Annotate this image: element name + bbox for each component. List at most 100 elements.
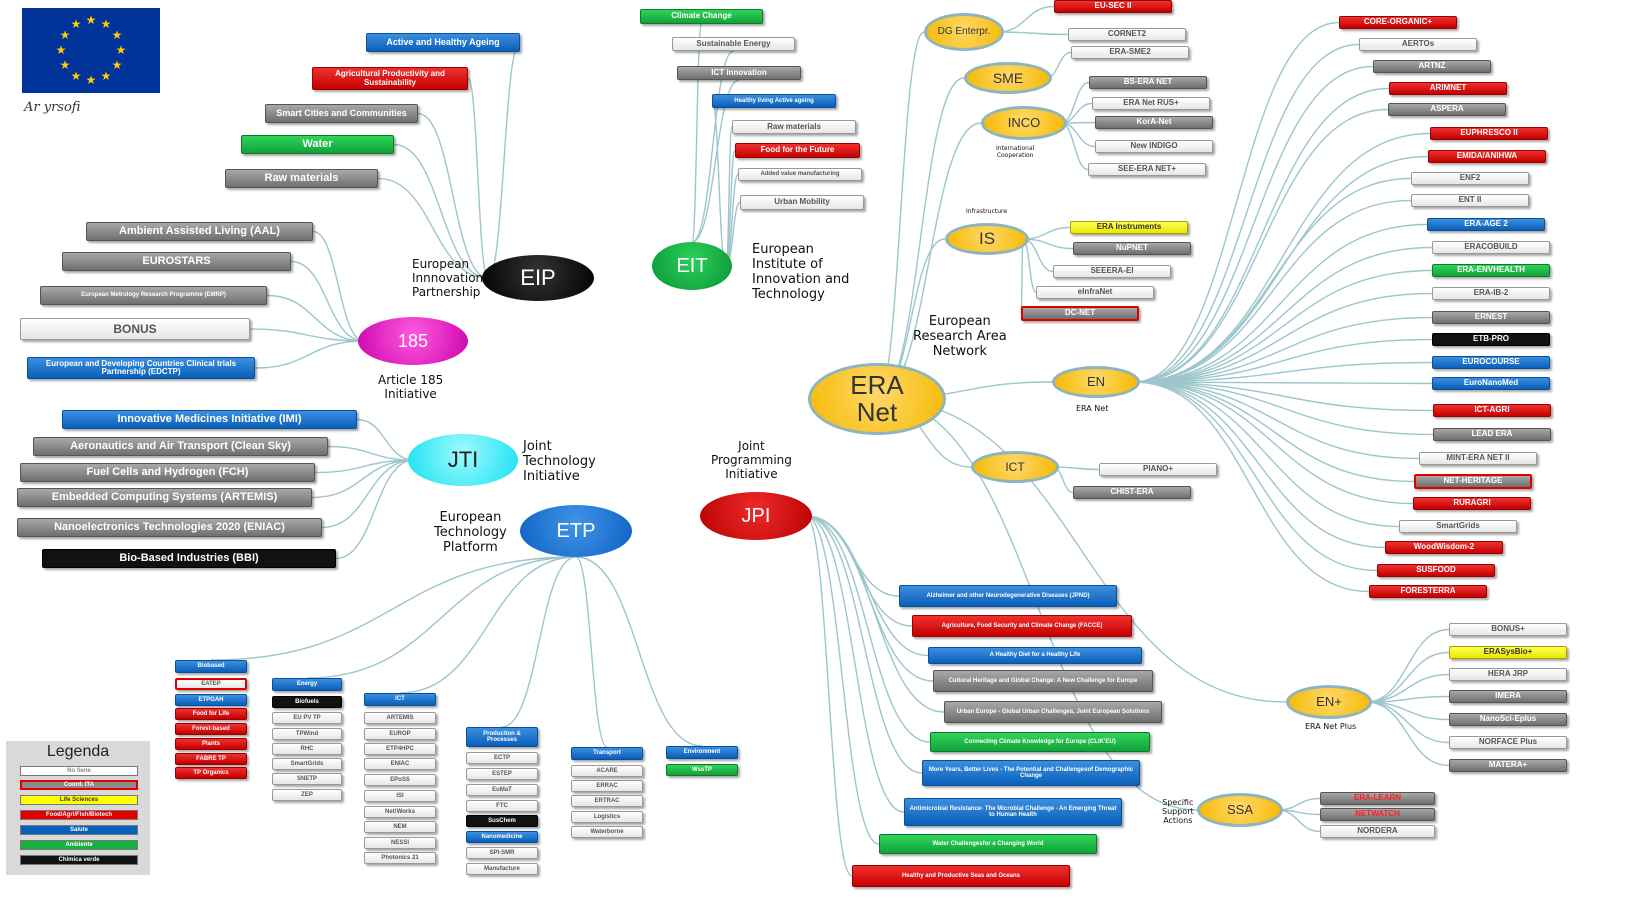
box-label: ICT-AGRI <box>1474 405 1510 415</box>
box-label: ARTEMIS <box>386 714 414 721</box>
box-ertrac: ERTRAC <box>571 795 643 807</box>
box-label: FTC <box>496 802 508 809</box>
connector-line <box>805 515 905 813</box>
box-core-organic: CORE-ORGANIC+ <box>1339 16 1457 29</box>
box-net-works: Net!Works <box>364 806 436 818</box>
connector-line <box>876 398 1287 703</box>
box-raw-materials: Raw materials <box>225 169 378 188</box>
box-label: ERA Net RUS+ <box>1123 98 1179 108</box>
hub-label: EIP <box>520 265 556 291</box>
box-label: ERRAC <box>596 782 618 789</box>
connector-line <box>1133 223 1428 383</box>
box-artnz: ARTNZ <box>1373 60 1491 73</box>
box-label: FORESTERRA <box>1400 586 1456 596</box>
box-aspera: ASPERA <box>1388 103 1506 116</box>
eu-stars-icon: ★★★★★★★★★★★★ <box>56 13 127 87</box>
box-urban-mobility: Urban Mobility <box>740 195 864 210</box>
box-label: BONUS <box>113 321 157 336</box>
box-label: ENIAC <box>390 760 410 767</box>
box-tp-organics: TP Organics <box>175 767 247 779</box>
box-label: ZEP <box>301 791 313 798</box>
box-eu-sec-ii: EU-SEC II <box>1054 0 1172 13</box>
box-label: NET-HERITAGE <box>1443 476 1503 486</box>
box-label: A Healthy Diet for a Healthy Life <box>989 652 1081 659</box>
connector-line <box>1133 108 1389 383</box>
box-food-for-life: Food for Life <box>175 708 247 720</box>
box-susfood: SUSFOOD <box>1377 564 1495 577</box>
box-sustainable-energy: Sustainable Energy <box>672 37 795 51</box>
box-label: Environment <box>683 749 721 756</box>
connector-line <box>327 445 415 461</box>
box-biobased: Biobased <box>175 660 247 673</box>
connector-line <box>1133 381 1370 593</box>
box-artemis: ARTEMIS <box>364 712 436 724</box>
box-label: Healthy and Productive Seas and Oceans <box>901 872 1021 879</box>
hub-label: EN+ <box>1316 694 1342 710</box>
hub-eip: EIP <box>482 255 594 301</box>
box-label: New INDIGO <box>1130 141 1178 151</box>
hub-inco: INCO <box>981 106 1067 140</box>
connector-line <box>312 230 365 342</box>
box-era-learn: ERA-LEARN <box>1320 792 1435 805</box>
box-norface-plus: NORFACE Plus <box>1449 736 1567 749</box>
hub-era: ERA Net <box>808 363 946 435</box>
connector-line <box>1365 701 1450 744</box>
box-nanomedicine: Nanomedicine <box>466 831 538 843</box>
box-label: KorA-Net <box>1136 117 1172 127</box>
box-suschem: SusChem <box>466 815 538 827</box>
box-label: Antimicrobial Resistance- The Microbial … <box>909 805 1117 818</box>
box-label: Climate Change <box>671 11 732 21</box>
box-snetp: SNETP <box>272 773 342 785</box>
connector-line <box>1365 651 1450 703</box>
box-label: SusChem <box>488 817 516 824</box>
box-added-value-manufacturing: Added value manufacturing <box>738 168 862 181</box>
box-imera: IMERA <box>1449 690 1567 703</box>
box-label: SUSFOOD <box>1416 565 1456 575</box>
box-etb-pro: ETB-PRO <box>1432 333 1550 346</box>
box-bonus: BONUS <box>20 318 250 340</box>
star-icon: ★ <box>116 43 127 57</box>
connector-line <box>1133 43 1360 383</box>
box-a-healthy-diet-for-a-healthy-life: A Healthy Diet for a Healthy Life <box>928 647 1142 664</box>
box-waterborne: Waterborne <box>571 826 643 838</box>
box-label: European and Developing Countries Clinic… <box>45 358 237 376</box>
box-label: ERA-SME2 <box>1109 47 1151 57</box>
connector-line <box>805 515 923 774</box>
connector-line <box>1276 809 1321 833</box>
box-label: FABRE TP <box>196 755 226 762</box>
connector-line <box>1020 238 1024 315</box>
box-label: ERA-ENVHEALTH <box>1457 265 1525 275</box>
box-etp4hpc: ETP4HPC <box>364 743 436 755</box>
box-active-and-healthy-ageing: Active and Healthy Ageing <box>366 33 520 52</box>
box-label: EU PV TP <box>293 714 321 721</box>
box-label: eInfraNet <box>1077 287 1113 297</box>
eu-flag-icon: ★★★★★★★★★★★★ <box>22 8 160 93</box>
legend-item-chimica-verde: Chimica verde <box>20 855 138 865</box>
hub-label: ICT <box>1005 459 1025 474</box>
box-label: WoodWisdom-2 <box>1413 542 1475 552</box>
connector-line <box>1133 65 1374 383</box>
box-label: NESSI <box>390 839 409 846</box>
box-label: EuroNanoMed <box>1463 378 1519 388</box>
box-emida-anihwa: EMIDA/ANIHWA <box>1428 150 1546 163</box>
box-label: NORFACE Plus <box>1478 737 1538 747</box>
connector-line <box>1133 132 1431 383</box>
box-label: Smart Cities and Communities <box>276 107 407 118</box>
connector-line <box>1133 381 1400 528</box>
box-label: Biobased <box>197 663 225 670</box>
box-label: CORNET2 <box>1107 29 1147 39</box>
connector-line <box>1133 292 1433 383</box>
hub-185: 185 <box>358 317 468 365</box>
star-icon: ★ <box>60 58 71 72</box>
box-label: ERACOBUILD <box>1464 242 1518 252</box>
box-label: MINT-ERA NET II <box>1446 453 1510 463</box>
box-label: Waterborne <box>590 828 624 835</box>
box-label: BONUS+ <box>1491 624 1525 634</box>
hub-label: JTI <box>447 447 479 473</box>
box-label: Bio-Based Industries (BBI) <box>119 551 259 564</box>
box-cornet2: CORNET2 <box>1068 28 1186 41</box>
box-label: ASPERA <box>1430 104 1464 114</box>
box-eatep: EATEP <box>175 678 247 690</box>
